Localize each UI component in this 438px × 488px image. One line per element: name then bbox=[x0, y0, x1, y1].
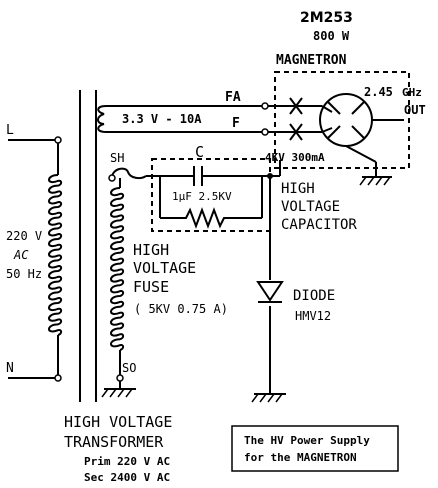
fuse-title-line3: FUSE bbox=[133, 278, 169, 296]
caption-box bbox=[231, 425, 399, 472]
filament-coil bbox=[97, 105, 107, 133]
magnetron-out: OUT bbox=[404, 103, 426, 117]
capacitor-title-line1: HIGH bbox=[281, 181, 315, 197]
transformer-prim: Prim 220 V AC bbox=[84, 455, 170, 468]
primary-n-label: N bbox=[6, 361, 14, 376]
filament-f-label: F bbox=[232, 116, 240, 131]
capacitor-letter: C bbox=[195, 143, 204, 161]
diode-ground-icon bbox=[251, 393, 286, 403]
fuse-rating: ( 5KV 0.75 A) bbox=[134, 302, 228, 316]
transformer-title-line1: HIGH VOLTAGE bbox=[64, 413, 172, 431]
hv-fuse bbox=[111, 167, 147, 180]
magnetron-freq: 2.45 bbox=[364, 85, 393, 99]
magnetron-voltage: 4KV 300mA bbox=[265, 151, 325, 164]
magnetron-box bbox=[274, 71, 410, 169]
fuse-so-label: SO bbox=[122, 361, 136, 375]
transformer-core bbox=[79, 90, 97, 402]
diode-model: HMV12 bbox=[295, 309, 331, 323]
capacitor-symbol bbox=[159, 166, 263, 218]
filament-fa-label: FA bbox=[225, 90, 241, 105]
transformer-sec: Sec 2400 V AC bbox=[84, 471, 170, 484]
filament-rating: 3.3 V - 10A bbox=[122, 112, 202, 126]
primary-freq: 50 Hz bbox=[6, 267, 42, 281]
magnetron-ground-icon bbox=[359, 176, 392, 186]
capacitor-title-line3: CAPACITOR bbox=[281, 217, 357, 233]
caption-line1: The HV Power Supply bbox=[244, 434, 370, 447]
secondary-wiring bbox=[108, 167, 160, 388]
bleeder-resistor bbox=[160, 207, 262, 229]
fuse-title-line1: HIGH bbox=[133, 241, 169, 259]
magnetron-title: MAGNETRON bbox=[276, 53, 347, 68]
primary-ac: AC bbox=[13, 248, 29, 262]
fuse-sh-label: SH bbox=[110, 151, 124, 165]
magnetron-power: 800 W bbox=[313, 29, 350, 43]
fuse-title-line2: VOLTAGE bbox=[133, 259, 196, 277]
primary-l-label: L bbox=[6, 123, 14, 138]
magnetron-tube-icon bbox=[319, 93, 404, 176]
secondary-ground-icon bbox=[101, 388, 136, 398]
magnetron-model: 2M253 bbox=[300, 10, 353, 26]
transformer-title-line2: TRANSFORMER bbox=[64, 433, 164, 451]
caption-line2: for the MAGNETRON bbox=[244, 451, 357, 464]
primary-voltage: 220 V bbox=[6, 229, 42, 243]
filament-wiring bbox=[106, 102, 295, 136]
diode-symbol bbox=[256, 281, 284, 303]
hv-node-wiring bbox=[262, 160, 281, 393]
primary-coil bbox=[48, 174, 63, 336]
capacitor-title-line2: VOLTAGE bbox=[281, 199, 340, 215]
diode-label: DIODE bbox=[293, 288, 335, 304]
magnetron-freq-unit: GHz bbox=[402, 86, 422, 99]
primary-wiring bbox=[8, 136, 62, 382]
capacitor-value: 1µF 2.5KV bbox=[172, 190, 232, 203]
secondary-coil bbox=[110, 187, 125, 351]
magnetron-filament-chokes bbox=[289, 97, 322, 141]
